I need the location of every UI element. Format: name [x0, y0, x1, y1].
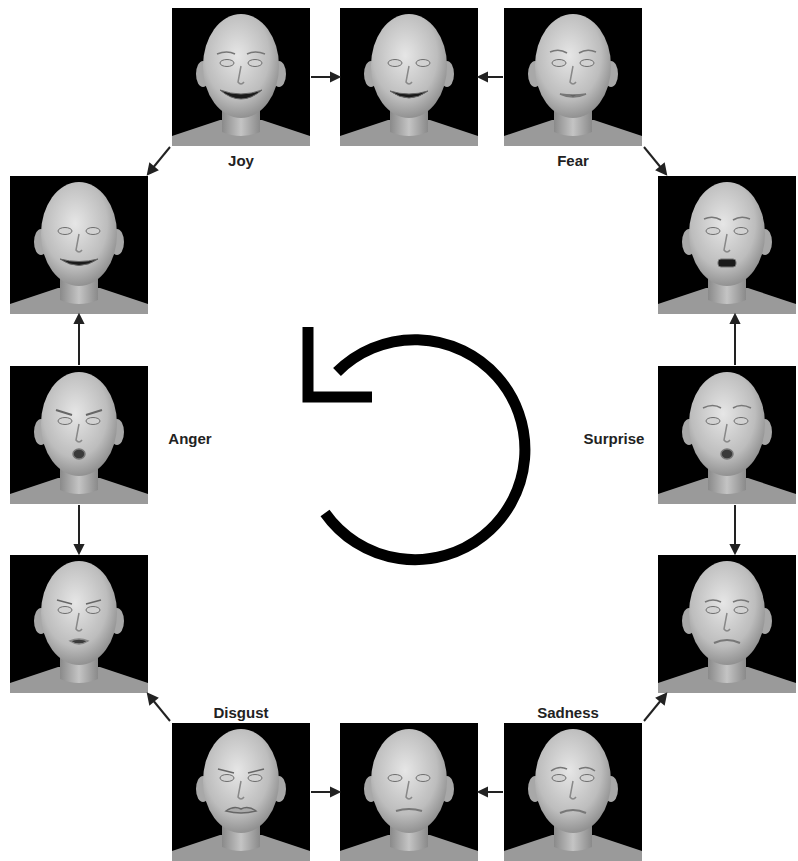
emotion-label: Sadness	[537, 704, 599, 721]
emotion-label: Anger	[168, 430, 211, 447]
emotion-label-box: Surprise	[580, 428, 649, 449]
emotion-label: Joy	[228, 152, 254, 169]
emotion-label: Disgust	[213, 704, 268, 721]
face-anger-disgust	[10, 555, 148, 693]
emotion-label-box: Fear	[553, 150, 593, 171]
emotion-label-box: Disgust	[209, 702, 272, 723]
emotion-label: Fear	[557, 152, 589, 169]
face-joy	[172, 8, 310, 146]
emotion-label-box: Anger	[164, 428, 215, 449]
face-surprise	[658, 366, 796, 504]
face-disgust-sadness	[340, 723, 478, 861]
face-joy-anger	[10, 176, 148, 314]
face-surprise-sadness	[658, 555, 796, 693]
face-joy-fear	[340, 8, 478, 146]
face-fear	[504, 8, 642, 146]
emotion-label-box: Joy	[224, 150, 258, 171]
emotion-label-box: Sadness	[533, 702, 603, 723]
face-disgust	[172, 723, 310, 861]
face-fear-surprise	[658, 176, 796, 314]
cycle-arrow	[308, 327, 525, 560]
face-sadness	[504, 723, 642, 861]
face-anger	[10, 366, 148, 504]
transition-arrows	[75, 73, 739, 796]
emotion-label: Surprise	[584, 430, 645, 447]
